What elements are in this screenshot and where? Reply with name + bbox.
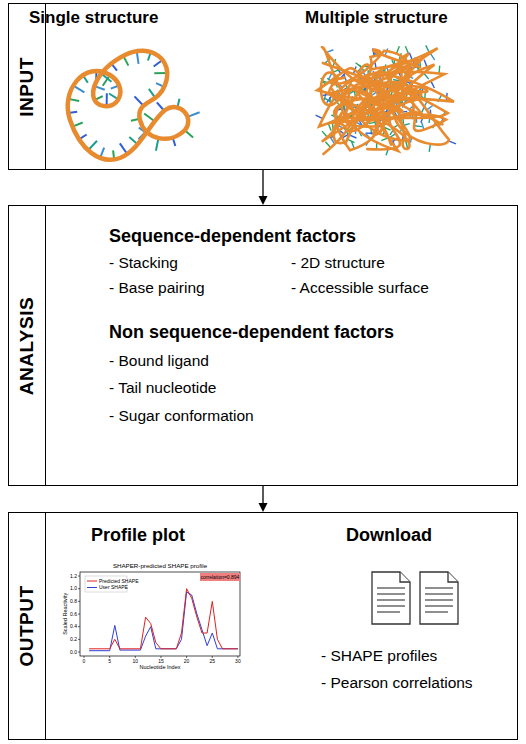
section-heading: Multiple structure [305, 8, 448, 28]
y-tick [78, 639, 80, 640]
factor-item: - SHAPE profiles [321, 647, 437, 665]
y-tick [78, 652, 80, 653]
rna-multiple-structures [316, 45, 456, 155]
y-tick [78, 601, 80, 602]
x-tick [109, 656, 110, 658]
panel-divider [45, 513, 46, 739]
arrow-shaft [262, 486, 263, 504]
tick-label: 1.0 [70, 586, 77, 591]
x-tick [135, 656, 136, 658]
arrow-shaft [262, 170, 263, 197]
stage-panel: OUTPUT Profile plot Download - SHAPE profil… [8, 512, 518, 740]
tick-label: 0.0 [70, 650, 77, 655]
x-tick [237, 656, 238, 658]
tick-label: 10 [133, 659, 139, 664]
correlation-badge: correlation=0.894 [201, 575, 240, 580]
y-tick [78, 576, 80, 577]
tick-label: 0.6 [70, 612, 77, 617]
stage-label: ANALYSIS [16, 296, 38, 394]
section-heading: Download [346, 525, 432, 546]
section-heading: Non sequence-dependent factors [109, 322, 394, 343]
factor-item: - Accessible surface [291, 279, 429, 297]
document-icons [372, 572, 458, 624]
x-tick [160, 656, 161, 658]
shape-profile-plot [78, 572, 240, 658]
plot-title: SHAPER-predicted SHAPE profile [113, 563, 207, 569]
flow-arrow [259, 170, 268, 205]
legend-text: Predicted SHAPE [99, 579, 138, 584]
tick-label: 20 [184, 659, 190, 664]
section-heading: Sequence-dependent factors [109, 226, 356, 247]
stage-label: OUTPUT [16, 585, 38, 666]
tick-label: 30 [235, 659, 241, 664]
factor-item: - Stacking [109, 254, 178, 272]
tick-label: 15 [158, 659, 164, 664]
rna-single-structure [68, 51, 200, 160]
flow-arrow [259, 486, 268, 512]
axis-label: Nucleotide Index [140, 665, 181, 671]
rna-backbone [330, 83, 448, 151]
x-tick [84, 656, 85, 658]
arrow-head [259, 196, 268, 205]
y-tick [78, 614, 80, 615]
factor-item: - 2D structure [291, 254, 385, 272]
legend-text: User SHAPE [99, 585, 128, 590]
section-heading: Profile plot [91, 525, 185, 546]
factor-item: - Sugar conformation [109, 407, 254, 425]
tick-label: 25 [209, 659, 215, 664]
x-tick [212, 656, 213, 658]
tick-label: 0.8 [70, 599, 77, 604]
tick-label: 0.2 [70, 637, 77, 642]
panel-divider [45, 206, 46, 485]
stage-panel: ANALYSIS Sequence-dependent factors - Stac… [8, 205, 518, 486]
tick-label: 5 [108, 659, 111, 664]
factor-item: - Base pairing [109, 279, 205, 297]
x-tick [186, 656, 187, 658]
arrow-head [259, 503, 268, 512]
y-tick [78, 626, 80, 627]
stage-panel: INPUT Single structure Multiple structure [8, 3, 518, 170]
factor-item: - Tail nucleotide [109, 379, 216, 397]
tick-label: 0 [83, 659, 86, 664]
stage-label: INPUT [16, 57, 38, 117]
tick-label: 0.4 [70, 624, 77, 629]
y-tick [78, 588, 80, 589]
section-heading: Single structure [29, 8, 158, 28]
factor-item: - Pearson correlations [321, 674, 473, 692]
factor-item: - Bound ligand [109, 352, 209, 370]
tick-label: 1.2 [70, 574, 77, 579]
axis-label: Scaled Reactivity [63, 593, 69, 635]
panel-divider [45, 4, 46, 169]
